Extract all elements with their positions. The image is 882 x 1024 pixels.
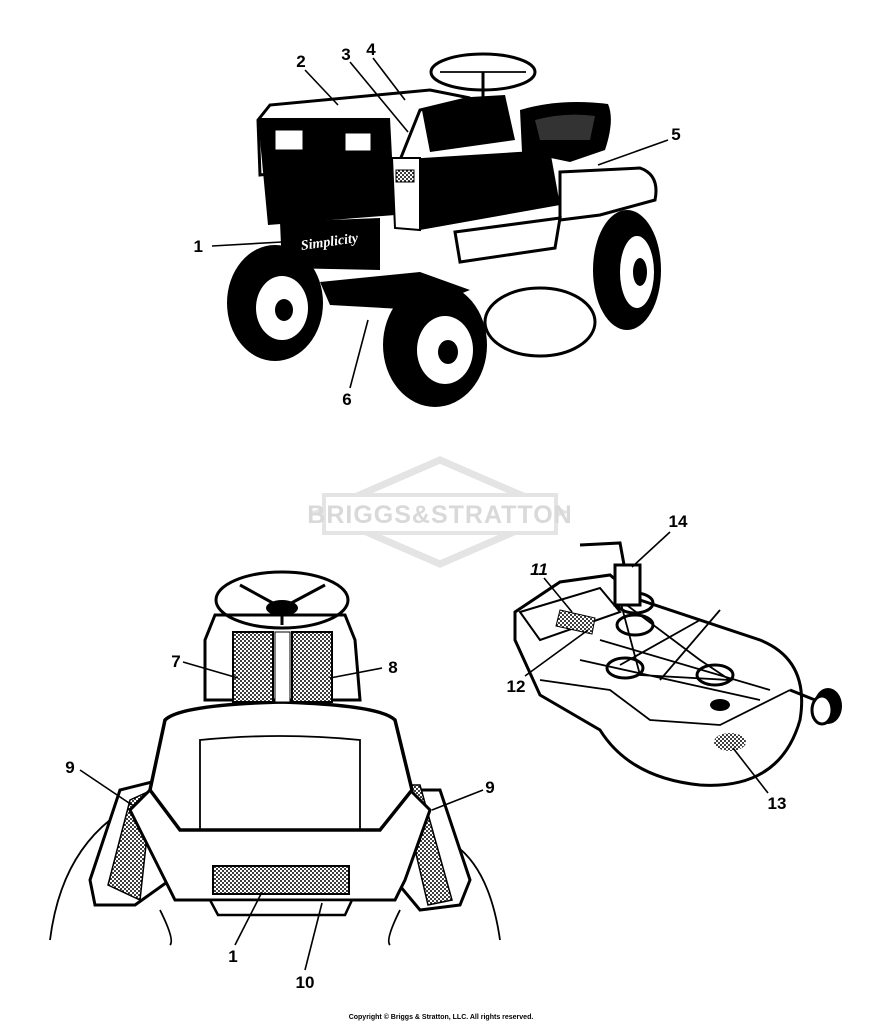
mower-deck-illustration: [513, 541, 842, 787]
callout-12: 12: [507, 677, 526, 696]
callout-8: 8: [388, 658, 397, 677]
callout-5: 5: [671, 125, 680, 144]
copyright-footer: Copyright © Briggs & Stratton, LLC. All …: [348, 1014, 534, 1021]
callout-6: 6: [342, 390, 351, 409]
callout-1-bottom: 1: [228, 947, 237, 966]
callout-14: 14: [669, 512, 688, 531]
callout-11: 11: [530, 560, 548, 579]
callout-9-left: 9: [65, 758, 74, 777]
callout-4: 4: [366, 40, 376, 59]
seat-rear-illustration: [49, 570, 501, 946]
seat-leader-lines: [79, 661, 484, 971]
callout-7: 7: [171, 652, 180, 671]
callout-9-right: 9: [485, 778, 494, 797]
deck-leader-lines: [524, 531, 769, 794]
top-leader-lines: [211, 57, 669, 389]
watermark-text: BRIGGS&STRATTON: [307, 501, 572, 529]
callout-3: 3: [341, 45, 350, 64]
briggs-stratton-watermark: BRIGGS&STRATTON: [307, 456, 572, 568]
callout-2: 2: [296, 52, 305, 71]
riding-mower-illustration: Simplicity: [227, 52, 661, 407]
callout-numbers: 1 2 3 4 5 6 7 8 9 9 1 10 11 12 13 14: [65, 40, 786, 992]
callout-1-top: 1: [194, 237, 203, 256]
callout-13: 13: [768, 794, 787, 813]
callout-10: 10: [296, 973, 315, 992]
